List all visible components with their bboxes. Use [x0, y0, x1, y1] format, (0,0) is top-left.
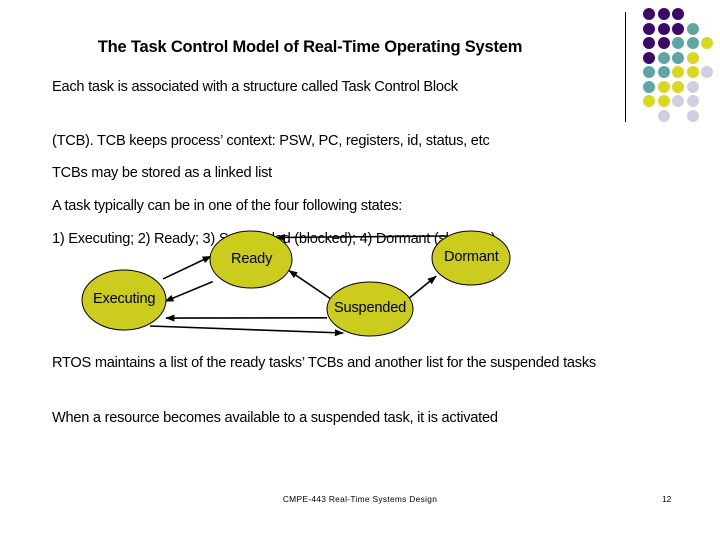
decorative-dot: [672, 37, 684, 49]
body-paragraph-1-line-1: Each task is associated with a structure…: [52, 79, 458, 95]
decorative-dot: [657, 51, 670, 64]
decorative-dot: [643, 37, 655, 49]
transition-arrow-suspended-to-dormant: [408, 275, 437, 299]
decorative-dot: [672, 95, 684, 107]
body-paragraph-states-list: 1) Executing; 2) Ready; 3) Suspended (bl…: [52, 231, 496, 247]
decorative-dot: [643, 51, 655, 64]
decorative-dot: [672, 66, 684, 78]
decorative-dot: [643, 66, 655, 78]
decorative-dot: [672, 51, 684, 64]
decorative-dot: [686, 80, 699, 93]
state-node-label-executing: Executing: [93, 291, 156, 307]
decorative-dot: [701, 66, 713, 78]
header-divider-line: [625, 12, 626, 122]
transition-arrow-executing-to-suspended: [150, 325, 344, 337]
body-paragraph-5: When a resource becomes available to a s…: [52, 410, 498, 426]
decorative-dot: [643, 80, 655, 93]
decorative-dot: [686, 22, 699, 35]
body-paragraph-1-line-2: (TCB). TCB keeps process’ context: PSW, …: [52, 133, 490, 149]
page-title: The Task Control Model of Real-Time Oper…: [97, 38, 523, 56]
body-paragraph-4: RTOS maintains a list of the ready tasks…: [52, 355, 596, 371]
body-paragraph-2: TCBs may be stored as a linked list: [52, 165, 272, 181]
decorative-dot: [672, 8, 684, 20]
decorative-dot: [657, 37, 670, 49]
transition-arrow-suspended-to-ready: [288, 269, 331, 300]
decorative-dot-grid: [643, 8, 713, 124]
decorative-dot: [643, 95, 655, 107]
decorative-dot: [643, 8, 655, 20]
decorative-dot: [686, 95, 699, 107]
transition-arrow-ready-to-executing: [164, 280, 214, 303]
footer-course-label: CMPE-443 Real-Time Systems Design: [282, 494, 438, 504]
decorative-dot: [686, 51, 699, 64]
footer-page-number: 12: [662, 494, 672, 504]
body-paragraph-3: A task typically can be in one of the fo…: [52, 198, 403, 214]
decorative-dot: [657, 8, 670, 20]
decorative-dot: [672, 80, 684, 93]
state-node-label-dormant: Dormant: [444, 249, 499, 265]
decorative-dot: [657, 22, 670, 35]
decorative-dot: [686, 37, 699, 49]
decorative-dot: [686, 109, 699, 122]
decorative-dot: [657, 109, 670, 122]
decorative-dot: [657, 80, 670, 93]
decorative-dot: [657, 66, 670, 78]
state-node-label-ready: Ready: [231, 251, 273, 267]
decorative-dot: [686, 66, 699, 78]
state-node-label-suspended: Suspended: [334, 300, 407, 316]
transition-arrow-executing-to-ready: [162, 255, 212, 280]
decorative-dot: [643, 22, 655, 35]
decorative-dot: [672, 22, 684, 35]
decorative-dot: [657, 95, 670, 107]
decorative-dot: [701, 37, 713, 49]
